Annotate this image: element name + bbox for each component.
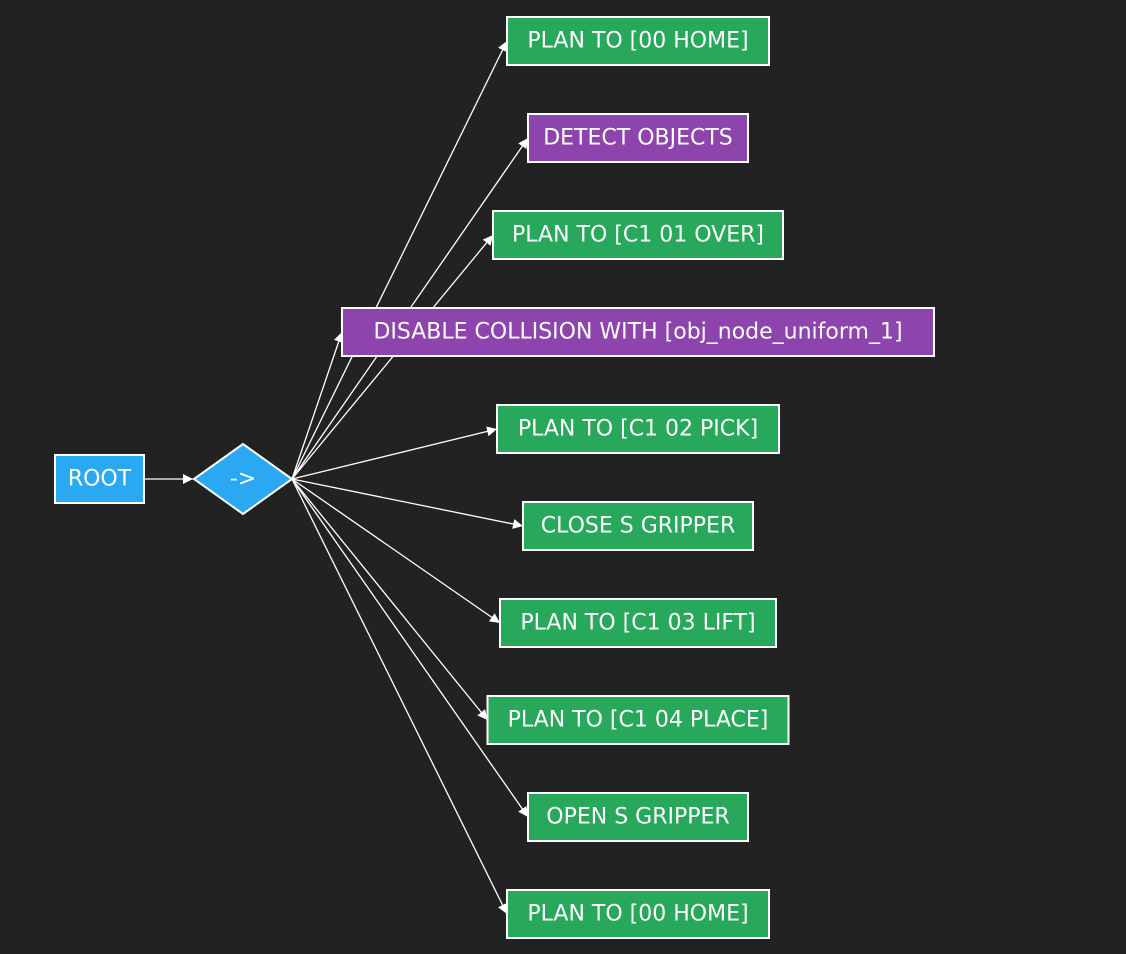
child-node-box bbox=[499, 598, 777, 648]
child-node-label: PLAN TO [C1 02 PICK] bbox=[518, 417, 758, 442]
edge-sequence-to-child-1 bbox=[291, 40, 508, 480]
child-node-label: PLAN TO [00 HOME] bbox=[527, 29, 748, 54]
child-node-box bbox=[492, 210, 784, 260]
child-node-box bbox=[341, 307, 935, 357]
child-node-9[interactable]: OPEN S GRIPPER bbox=[527, 792, 749, 842]
child-node-box bbox=[506, 889, 770, 939]
child-node-7[interactable]: PLAN TO [C1 03 LIFT] bbox=[499, 598, 777, 648]
child-node-label: CLOSE S GRIPPER bbox=[541, 514, 736, 539]
child-node-label: DISABLE COLLISION WITH [obj_node_uniform… bbox=[373, 320, 902, 345]
edge-sequence-to-child-5 bbox=[291, 426, 498, 480]
child-node-box bbox=[527, 113, 749, 163]
edge-sequence-to-child-9 bbox=[291, 478, 529, 818]
child-node-8[interactable]: PLAN TO [C1 04 PLACE] bbox=[486, 695, 790, 745]
sequence-node-label: -> bbox=[230, 467, 256, 492]
child-node-10[interactable]: PLAN TO [00 HOME] bbox=[506, 889, 770, 939]
edge-sequence-to-child-10 bbox=[291, 478, 508, 915]
child-node-4[interactable]: DISABLE COLLISION WITH [obj_node_uniform… bbox=[341, 307, 935, 357]
child-node-label: PLAN TO [C1 04 PLACE] bbox=[508, 708, 769, 733]
child-node-box bbox=[527, 792, 749, 842]
edge-sequence-to-child-6 bbox=[291, 478, 524, 529]
edge-sequence-to-child-4 bbox=[291, 331, 344, 480]
child-node-label: PLAN TO [00 HOME] bbox=[527, 902, 748, 927]
child-node-label: PLAN TO [C1 01 OVER] bbox=[512, 223, 764, 248]
child-node-label: DETECT OBJECTS bbox=[543, 126, 733, 151]
child-nodes-layer: PLAN TO [00 HOME] DETECT OBJECTS PLAN TO [… bbox=[341, 16, 935, 939]
edge-sequence-to-child-7 bbox=[291, 478, 501, 624]
child-node-label: OPEN S GRIPPER bbox=[546, 805, 729, 830]
child-node-5[interactable]: PLAN TO [C1 02 PICK] bbox=[496, 404, 780, 454]
child-node-6[interactable]: CLOSE S GRIPPER bbox=[522, 501, 754, 551]
root-node-label: ROOT bbox=[68, 467, 132, 492]
child-node-3[interactable]: PLAN TO [C1 01 OVER] bbox=[492, 210, 784, 260]
child-node-label: PLAN TO [C1 03 LIFT] bbox=[520, 611, 755, 636]
child-node-2[interactable]: DETECT OBJECTS bbox=[527, 113, 749, 163]
child-node-box bbox=[506, 16, 770, 66]
root-node[interactable]: ROOT bbox=[54, 454, 145, 504]
child-node-box bbox=[522, 501, 754, 551]
sequence-node[interactable]: -> bbox=[192, 442, 294, 516]
edges-layer bbox=[144, 40, 529, 915]
edge-sequence-to-child-8 bbox=[291, 478, 489, 721]
child-node-1[interactable]: PLAN TO [00 HOME] bbox=[506, 16, 770, 66]
child-node-box bbox=[496, 404, 780, 454]
child-node-box bbox=[486, 695, 790, 745]
